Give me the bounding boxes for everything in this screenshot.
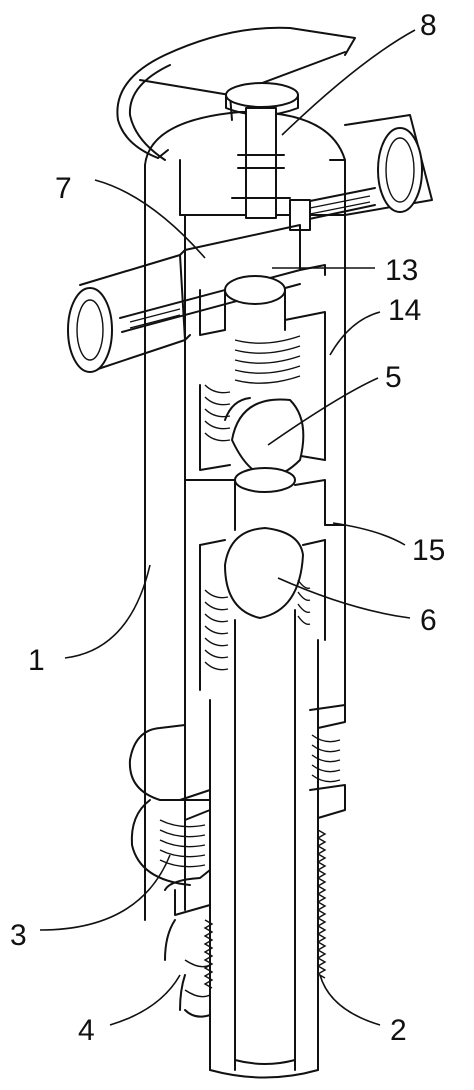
lower-spring <box>204 579 311 671</box>
leader-8 <box>281 29 416 136</box>
lower-ball <box>199 527 326 691</box>
lower-connector <box>128 704 346 1018</box>
leader-14 <box>329 311 381 356</box>
label-1: 1 <box>28 644 45 677</box>
label-3: 3 <box>10 919 27 952</box>
thread-3 <box>159 819 206 868</box>
label-5: 5 <box>385 361 402 394</box>
label-6: 6 <box>420 604 437 637</box>
label-4: 4 <box>78 1014 95 1047</box>
label-14: 14 <box>388 294 421 327</box>
thread-4 <box>184 919 214 998</box>
leader-lines <box>39 29 416 1026</box>
outer-housing <box>144 110 346 921</box>
upper-ball <box>224 397 305 493</box>
label-8: 8 <box>420 9 437 42</box>
part-labels: 8 7 13 14 5 15 6 1 3 4 2 <box>10 9 445 1047</box>
thread-2 <box>311 734 341 979</box>
label-13: 13 <box>385 254 418 287</box>
upper-spring <box>204 335 301 442</box>
leader-3 <box>39 854 171 931</box>
leader-6 <box>277 577 411 619</box>
inner-pipe <box>209 609 319 1079</box>
handle <box>116 26 356 219</box>
leader-5 <box>267 377 379 446</box>
transverse-pipe-right <box>289 114 433 231</box>
leader-7 <box>94 179 206 259</box>
leader-2 <box>319 974 381 1026</box>
label-2: 2 <box>390 1014 407 1047</box>
leader-15 <box>332 522 406 546</box>
label-15: 15 <box>412 534 445 567</box>
leader-4 <box>109 974 181 1026</box>
label-7: 7 <box>55 172 72 205</box>
leader-1 <box>64 564 151 659</box>
